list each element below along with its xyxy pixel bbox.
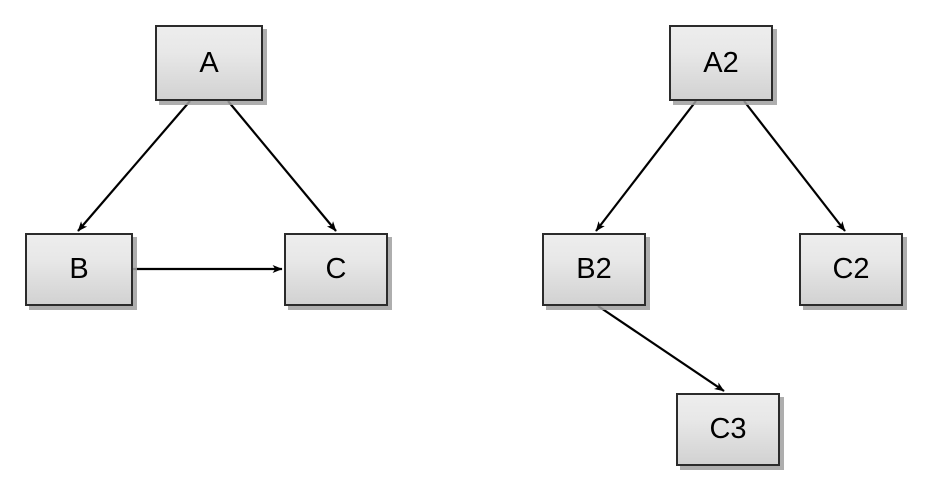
- edge-a2-to-c2[interactable]: [743, 100, 846, 232]
- node-label: C3: [709, 413, 747, 445]
- node-c2[interactable]: C2: [799, 233, 903, 306]
- node-label: C2: [832, 253, 870, 285]
- node-label: B2: [576, 253, 612, 285]
- node-a[interactable]: A: [155, 25, 263, 101]
- node-b[interactable]: B: [25, 233, 133, 306]
- node-label: B: [69, 253, 89, 285]
- node-label: C: [325, 253, 347, 285]
- edges-group: [77, 100, 846, 392]
- edge-a2-to-b2[interactable]: [595, 100, 697, 232]
- node-label: A: [199, 46, 219, 79]
- node-a2[interactable]: A2: [669, 25, 773, 101]
- node-label: A2: [703, 46, 739, 79]
- edge-a-to-b[interactable]: [77, 100, 191, 232]
- edge-a-to-c[interactable]: [227, 100, 337, 232]
- node-b2[interactable]: B2: [542, 233, 646, 306]
- node-c[interactable]: C: [284, 233, 388, 306]
- edge-b2-to-c3[interactable]: [597, 305, 725, 392]
- node-c3[interactable]: C3: [676, 393, 780, 466]
